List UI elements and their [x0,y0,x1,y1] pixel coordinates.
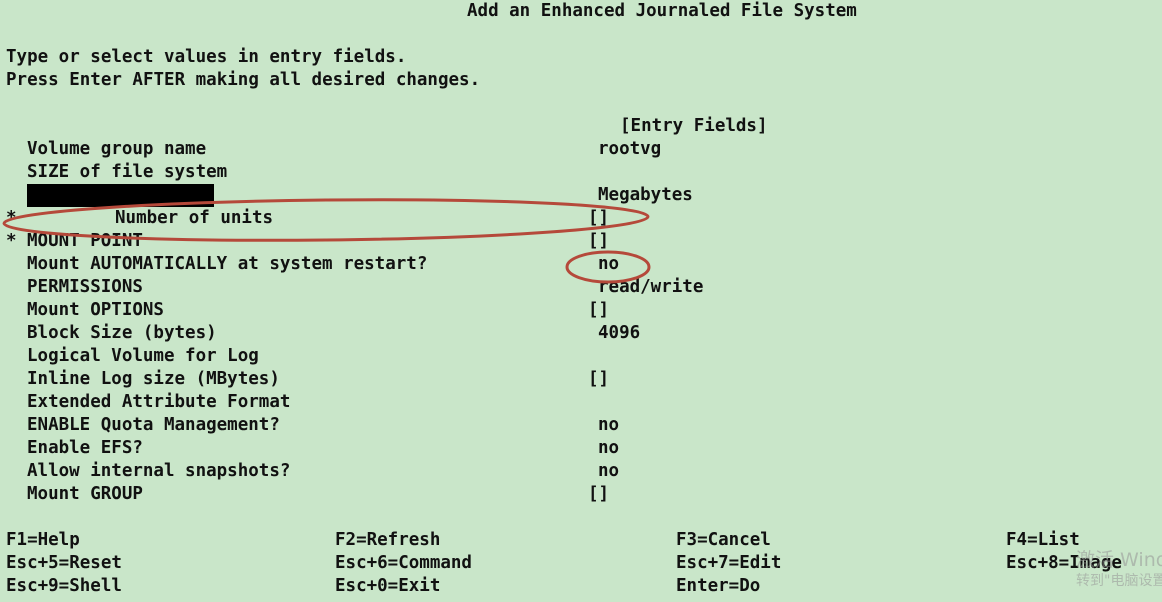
field-label-mount-options: Mount OPTIONS [27,300,164,320]
field-label-inline-log-size: Inline Log size (MBytes) [27,369,280,389]
field-value-number-of-units[interactable]: [] [588,208,610,228]
field-value-quota[interactable]: no [598,415,620,435]
field-label-mount-point: MOUNT POINT [27,231,143,251]
field-label-log-volume: Logical Volume for Log [27,346,259,366]
field-value-snapshots[interactable]: no [598,461,620,481]
fkey-help[interactable]: F1=Help [6,530,80,550]
field-value-efs[interactable]: no [598,438,620,458]
screen-title: Add an Enhanced Journaled File System [467,1,857,21]
entry-fields-header: [Entry Fields] [620,116,768,136]
field-label-extended-attribute: Extended Attribute Format [27,392,291,412]
field-value-inline-log-size[interactable]: [] [588,369,610,389]
field-label-unit-size-highlight[interactable]: Unit Size [27,184,214,228]
fkey-refresh[interactable]: F2=Refresh [335,530,441,550]
fkey-exit[interactable]: Esc+0=Exit [335,576,441,596]
fkey-command[interactable]: Esc+6=Command [335,553,472,573]
field-label-volume-group: Volume group name [27,139,207,159]
field-label-quota: ENABLE Quota Management? [27,415,280,435]
instruction-line-2: Press Enter AFTER making all desired cha… [6,70,481,90]
fkey-reset[interactable]: Esc+5=Reset [6,553,122,573]
field-label-block-size: Block Size (bytes) [27,323,217,343]
field-value-block-size[interactable]: 4096 [598,323,641,343]
field-label-mount-auto: Mount AUTOMATICALLY at system restart? [27,254,428,274]
field-value-mount-options[interactable]: [] [588,300,610,320]
fkey-image[interactable]: Esc+8=Image [1006,553,1122,573]
fkey-cancel[interactable]: F3=Cancel [676,530,771,550]
watermark-line-1: 激活 Wind [1076,549,1162,571]
instruction-line-1: Type or select values in entry fields. [6,47,407,67]
fkey-do[interactable]: Enter=Do [676,576,761,596]
field-value-mount-auto[interactable]: no [598,254,620,274]
field-value-volume-group[interactable]: rootvg [598,139,662,159]
fkey-list[interactable]: F4=List [1006,530,1080,550]
required-marker-mount-point: * [6,231,17,251]
required-marker-number-of-units: * [6,208,17,228]
field-value-mount-group[interactable]: [] [588,484,610,504]
field-value-mount-point[interactable]: [] [588,231,610,251]
field-label-size: SIZE of file system [27,162,228,182]
field-label-efs: Enable EFS? [27,438,143,458]
field-value-unit-size[interactable]: Megabytes [598,185,693,205]
watermark-line-2: 转到"电脑设置 [1076,573,1162,589]
field-label-mount-group: Mount GROUP [27,484,143,504]
fkey-edit[interactable]: Esc+7=Edit [676,553,782,573]
field-label-snapshots: Allow internal snapshots? [27,461,291,481]
field-label-permissions: PERMISSIONS [27,277,143,297]
fkey-shell[interactable]: Esc+9=Shell [6,576,122,596]
field-value-permissions[interactable]: read/write [598,277,704,297]
field-label-number-of-units: Number of units [115,208,274,228]
